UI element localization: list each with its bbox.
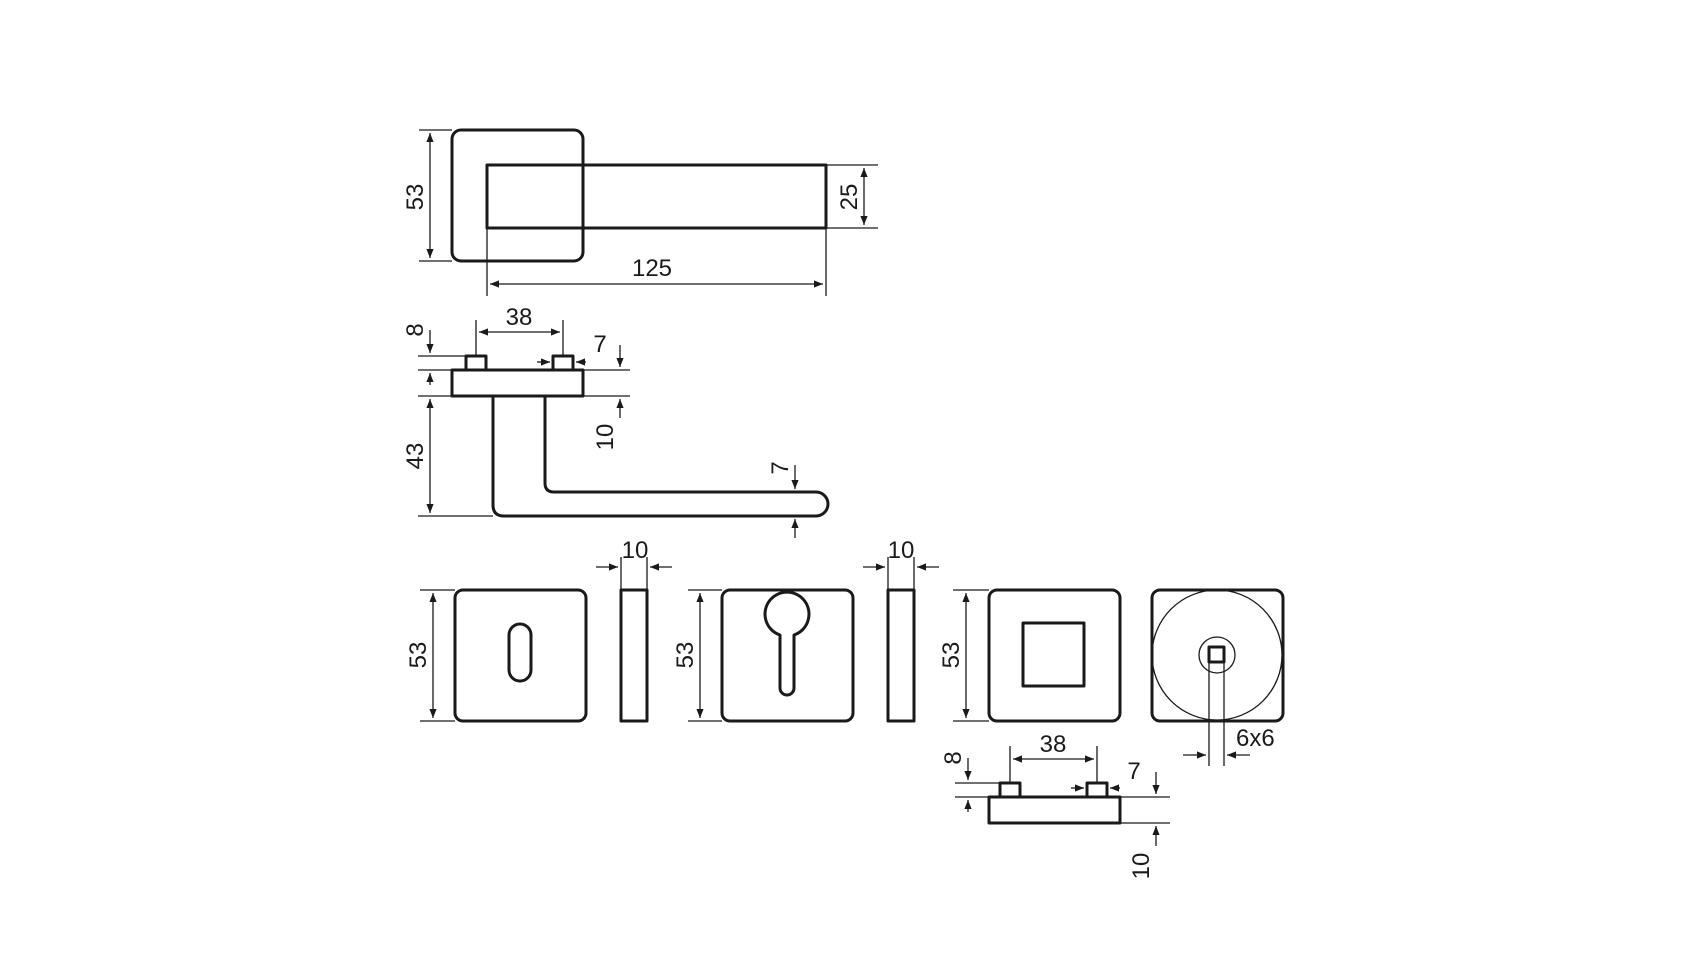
key-escutcheon: 53 10 (405, 537, 672, 723)
lever-drop-label: 43 (402, 443, 429, 470)
turn-spindle-circle (1198, 636, 1236, 674)
turn-rose-inner-circle (1151, 589, 1283, 721)
bathroom-square-opening (1021, 621, 1086, 688)
bottom-rose-thickness-label: 10 (1128, 853, 1155, 880)
bathroom-rose: 53 (938, 588, 1122, 723)
pin-height-label: 8 (402, 323, 429, 336)
handle-lever-outline (485, 163, 828, 230)
rose-side-view-bottom: 38 8 7 10 (940, 731, 1170, 879)
turn-rose: 6x6 (1150, 588, 1285, 766)
cylinder-escutcheon: 53 10 (672, 537, 939, 723)
bottom-side-rose (987, 795, 1122, 825)
side-lever (491, 396, 830, 518)
lever-thickness-label: 7 (767, 461, 794, 474)
bottom-pin-width-label: 7 (1127, 758, 1140, 785)
pin-spacing-label: 38 (506, 304, 533, 331)
handle-side-view: 38 8 43 7 10 7 (402, 304, 830, 538)
key-rose-thickness-label: 10 (622, 537, 649, 564)
cylinder-hole (763, 590, 811, 697)
bathroom-rose-outline (987, 588, 1122, 723)
pin-left (464, 354, 488, 372)
bathroom-rose-height-label: 53 (938, 642, 965, 669)
key-rose-outline (453, 588, 588, 723)
cylinder-rose-side (886, 588, 916, 723)
pin-right (551, 354, 575, 372)
handle-top-view: 53 25 125 (402, 128, 878, 296)
rose-height-label: 53 (402, 184, 429, 211)
lever-height-label: 25 (836, 184, 863, 211)
cylinder-rose-thickness-label: 10 (888, 537, 915, 564)
lever-length-label: 125 (632, 255, 672, 282)
side-rose (450, 368, 585, 398)
handle-rose-outline (450, 128, 585, 263)
rose-thickness-label: 10 (592, 424, 619, 451)
key-rose-height-label: 53 (405, 642, 432, 669)
bottom-pin-right (1085, 781, 1109, 799)
bottom-pin-left (998, 781, 1022, 799)
bottom-pin-spacing-label: 38 (1040, 731, 1067, 758)
cylinder-rose-outline (720, 588, 855, 723)
cylinder-rose-height-label: 53 (672, 642, 699, 669)
turn-spindle-square (1207, 645, 1226, 664)
keyhole (507, 622, 533, 683)
key-rose-side (619, 588, 649, 723)
pin-width-label: 7 (593, 331, 606, 358)
bottom-pin-height-label: 8 (940, 751, 967, 764)
turn-spindle-label: 6x6 (1236, 725, 1275, 752)
